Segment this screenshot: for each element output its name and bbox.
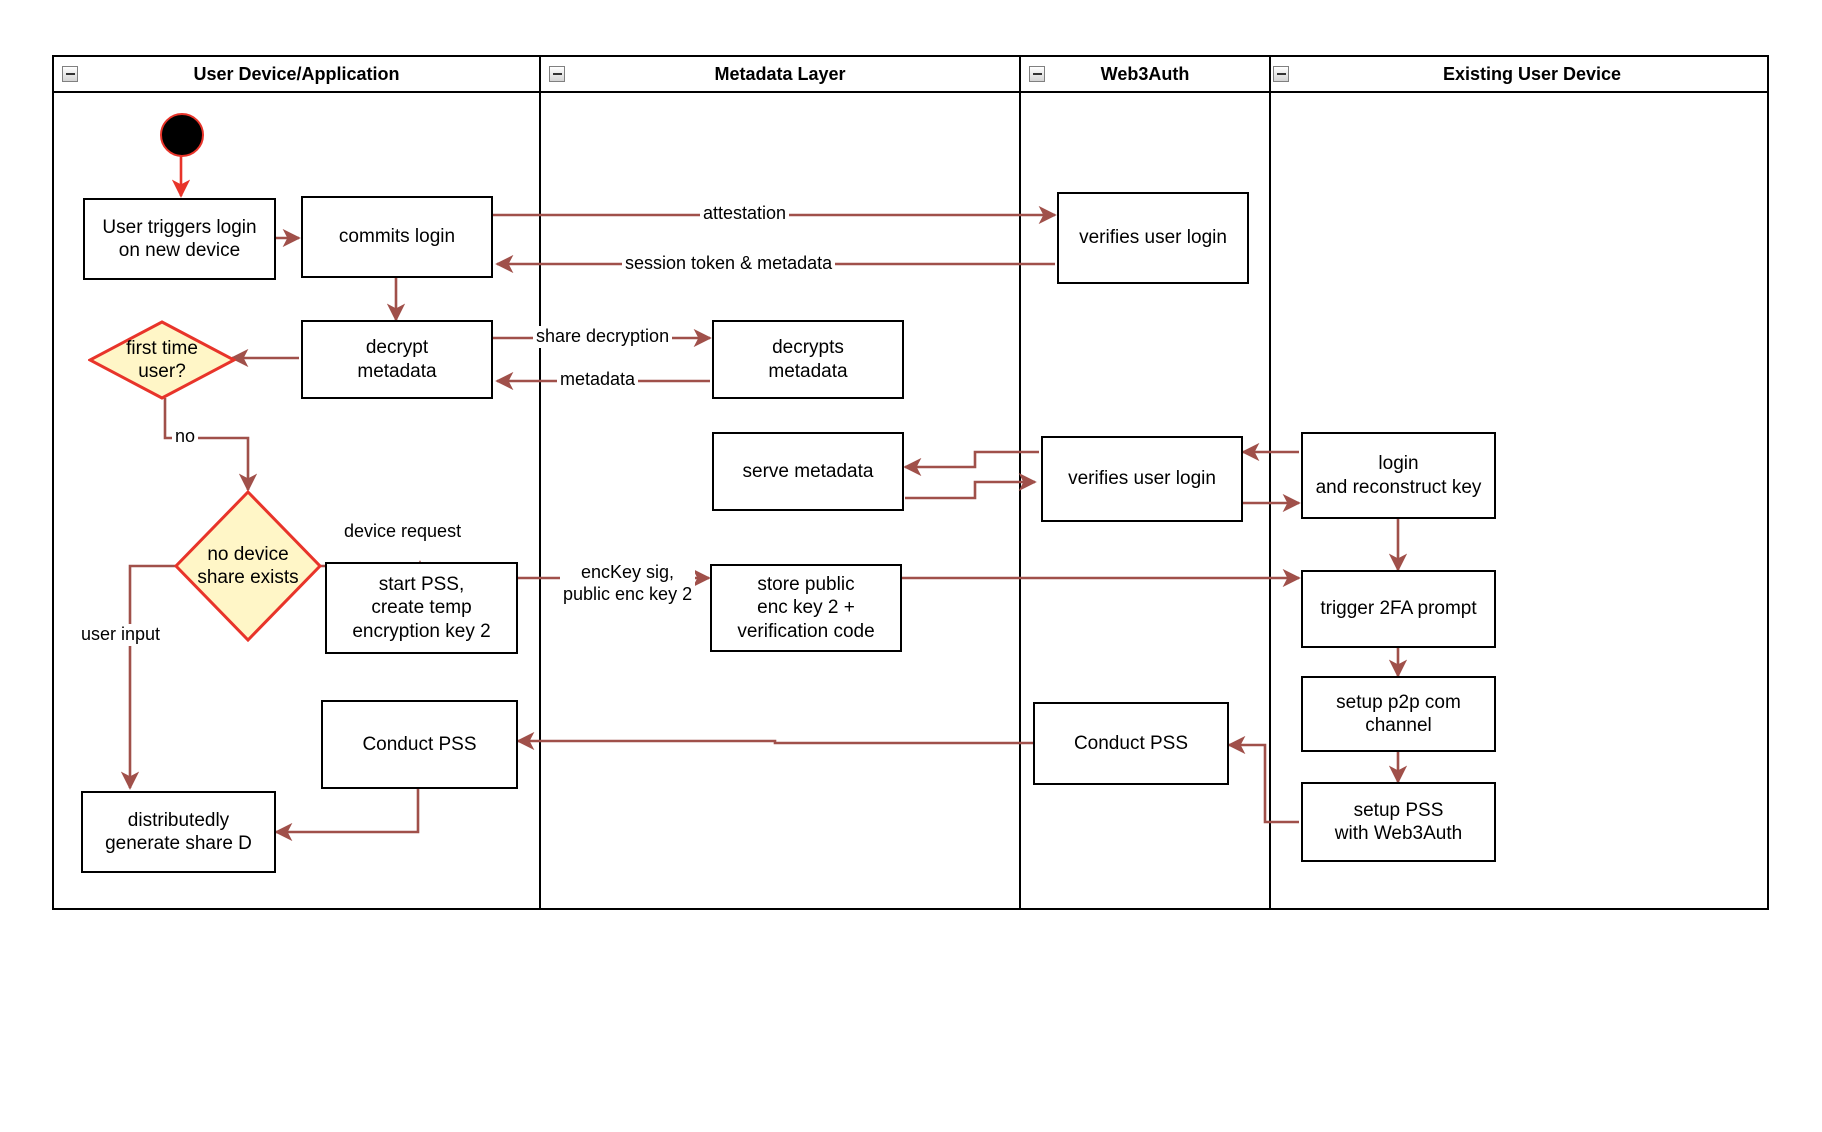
- node-user-triggers-login[interactable]: User triggers login on new device: [83, 198, 276, 280]
- edge-label-metadata: metadata: [557, 369, 639, 391]
- node-start-pss-create-temp-key[interactable]: start PSS, create temp encryption key 2: [325, 562, 518, 654]
- node-decrypt-metadata[interactable]: decrypt metadata: [301, 320, 493, 399]
- edge-label-attestation: attestation: [700, 203, 790, 225]
- lane-title: Metadata Layer: [714, 63, 846, 84]
- lane-header-web3auth[interactable]: Web3Auth: [1021, 57, 1269, 93]
- decision-first-time-user[interactable]: first time user?: [88, 320, 236, 400]
- node-distributedly-generate-share-d[interactable]: distributedly generate share D: [81, 791, 276, 873]
- edge-label-user-input: user input: [78, 624, 164, 646]
- collapse-icon[interactable]: [62, 66, 78, 82]
- edge-label-device-request: device request: [344, 521, 462, 541]
- edge-label-share-decryption: share decryption: [533, 326, 673, 348]
- edge-label-session-token-metadata: session token & metadata: [622, 253, 836, 275]
- lane-title: Existing User Device: [1442, 63, 1622, 84]
- collapse-icon[interactable]: [1273, 66, 1289, 82]
- lane-header-existing-user-device[interactable]: Existing User Device: [1271, 57, 1769, 93]
- node-setup-p2p-com-channel[interactable]: setup p2p com channel: [1301, 676, 1496, 752]
- node-trigger-2fa-prompt[interactable]: trigger 2FA prompt: [1301, 570, 1496, 648]
- collapse-icon[interactable]: [549, 66, 565, 82]
- edge-label-no: no: [172, 426, 199, 448]
- decision-label: first time user?: [126, 337, 198, 382]
- node-login-and-reconstruct-key[interactable]: login and reconstruct key: [1301, 432, 1496, 519]
- node-conduct-pss-user-device[interactable]: Conduct PSS: [321, 700, 518, 789]
- lane-header-user-device[interactable]: User Device/Application: [54, 57, 539, 93]
- node-commits-login[interactable]: commits login: [301, 196, 493, 278]
- node-conduct-pss-web3auth[interactable]: Conduct PSS: [1033, 702, 1229, 785]
- node-store-public-enc-key[interactable]: store public enc key 2 + verification co…: [710, 564, 902, 652]
- decision-label: no device share exists: [197, 543, 299, 588]
- decision-no-device-share-exists[interactable]: no device share exists: [174, 490, 322, 642]
- lane-title: User Device/Application: [193, 63, 400, 84]
- collapse-icon[interactable]: [1029, 66, 1045, 82]
- node-decrypts-metadata[interactable]: decrypts metadata: [712, 320, 904, 399]
- node-verifies-user-login-2[interactable]: verifies user login: [1041, 436, 1243, 522]
- lane-title: Web3Auth: [1100, 63, 1190, 84]
- swimlane-pool: User Device/Application Metadata Layer W…: [52, 55, 1769, 910]
- node-setup-pss-with-web3auth[interactable]: setup PSS with Web3Auth: [1301, 782, 1496, 862]
- node-verifies-user-login-1[interactable]: verifies user login: [1057, 192, 1249, 284]
- edge-label-enckey-sig: encKey sig, public enc key 2: [560, 562, 696, 606]
- node-serve-metadata[interactable]: serve metadata: [712, 432, 904, 511]
- lane-header-metadata-layer[interactable]: Metadata Layer: [541, 57, 1019, 93]
- start-node: [160, 113, 204, 157]
